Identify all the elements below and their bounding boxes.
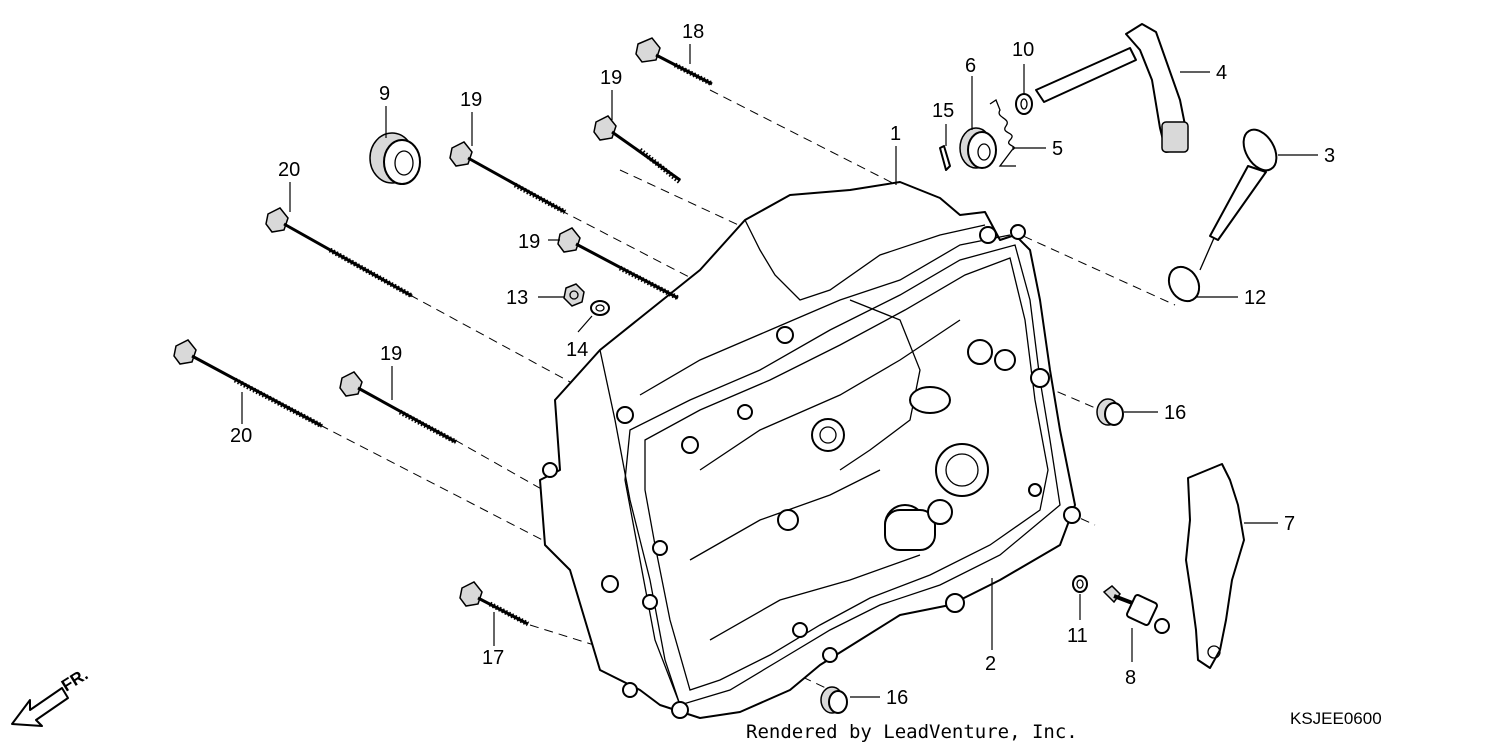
callout-6: 6 — [965, 55, 976, 77]
dowel-pin-16-bottom — [820, 686, 848, 714]
cam-6 — [959, 127, 997, 169]
bolt-20-lower — [173, 339, 324, 429]
switch-8 — [1102, 585, 1170, 634]
callout-10: 10 — [1012, 39, 1034, 61]
callout-7: 7 — [1284, 513, 1295, 535]
bolt-19-lower — [339, 371, 458, 445]
callout-4: 4 — [1216, 62, 1227, 84]
bolt-19-mid — [557, 227, 680, 301]
diagram-code: KSJEE0600 — [1290, 709, 1382, 728]
dowel-pin-16-right — [1096, 398, 1124, 426]
washer-11 — [1072, 575, 1088, 593]
bolt-18 — [635, 37, 714, 87]
oil-seal-9 — [369, 132, 421, 185]
callout-19-lower: 19 — [380, 343, 402, 365]
callout-13: 13 — [506, 287, 528, 309]
callout-3: 3 — [1324, 145, 1335, 167]
filler-cap-3 — [1199, 128, 1278, 271]
callout-16-bottom: 16 — [886, 687, 908, 709]
callout-15: 15 — [932, 100, 954, 122]
cotter-pin-15 — [939, 145, 951, 171]
callout-17: 17 — [482, 647, 504, 669]
callout-19-top: 19 — [600, 67, 622, 89]
footer-credit: Rendered by LeadVenture, Inc. — [746, 721, 1078, 743]
right-crankcase-cover — [539, 181, 1081, 719]
bolt-19-upper — [449, 141, 567, 215]
bolt-17 — [459, 581, 530, 627]
arm-4 — [1035, 23, 1189, 153]
callout-1: 1 — [890, 123, 901, 145]
callout-2: 2 — [985, 653, 996, 675]
bolt-20-upper — [265, 207, 414, 299]
callout-5: 5 — [1052, 138, 1063, 160]
leader-lines — [241, 44, 1318, 698]
callout-9: 9 — [379, 83, 390, 105]
callout-20-upper: 20 — [278, 159, 300, 181]
nut-13 — [563, 283, 585, 307]
cover-plate-7 — [1185, 463, 1245, 669]
callout-20-lower: 20 — [230, 425, 252, 447]
spring-5 — [989, 99, 1016, 167]
callout-14: 14 — [566, 339, 588, 361]
bolt-19-top — [593, 115, 682, 184]
o-ring-12 — [1167, 265, 1201, 303]
front-direction-arrow: FR. — [11, 665, 91, 727]
callout-16-right: 16 — [1164, 402, 1186, 424]
washer-10 — [1015, 93, 1033, 115]
callout-18: 18 — [682, 21, 704, 43]
callout-19-upper: 19 — [460, 89, 482, 111]
callout-labels: 1 2 3 4 5 6 7 8 9 10 11 12 13 14 15 16 1… — [230, 21, 1335, 709]
callout-19-mid: 19 — [518, 231, 540, 253]
callout-11: 11 — [1067, 625, 1088, 647]
callout-12: 12 — [1244, 287, 1266, 309]
callout-8: 8 — [1125, 667, 1136, 689]
washer-14 — [590, 300, 610, 316]
